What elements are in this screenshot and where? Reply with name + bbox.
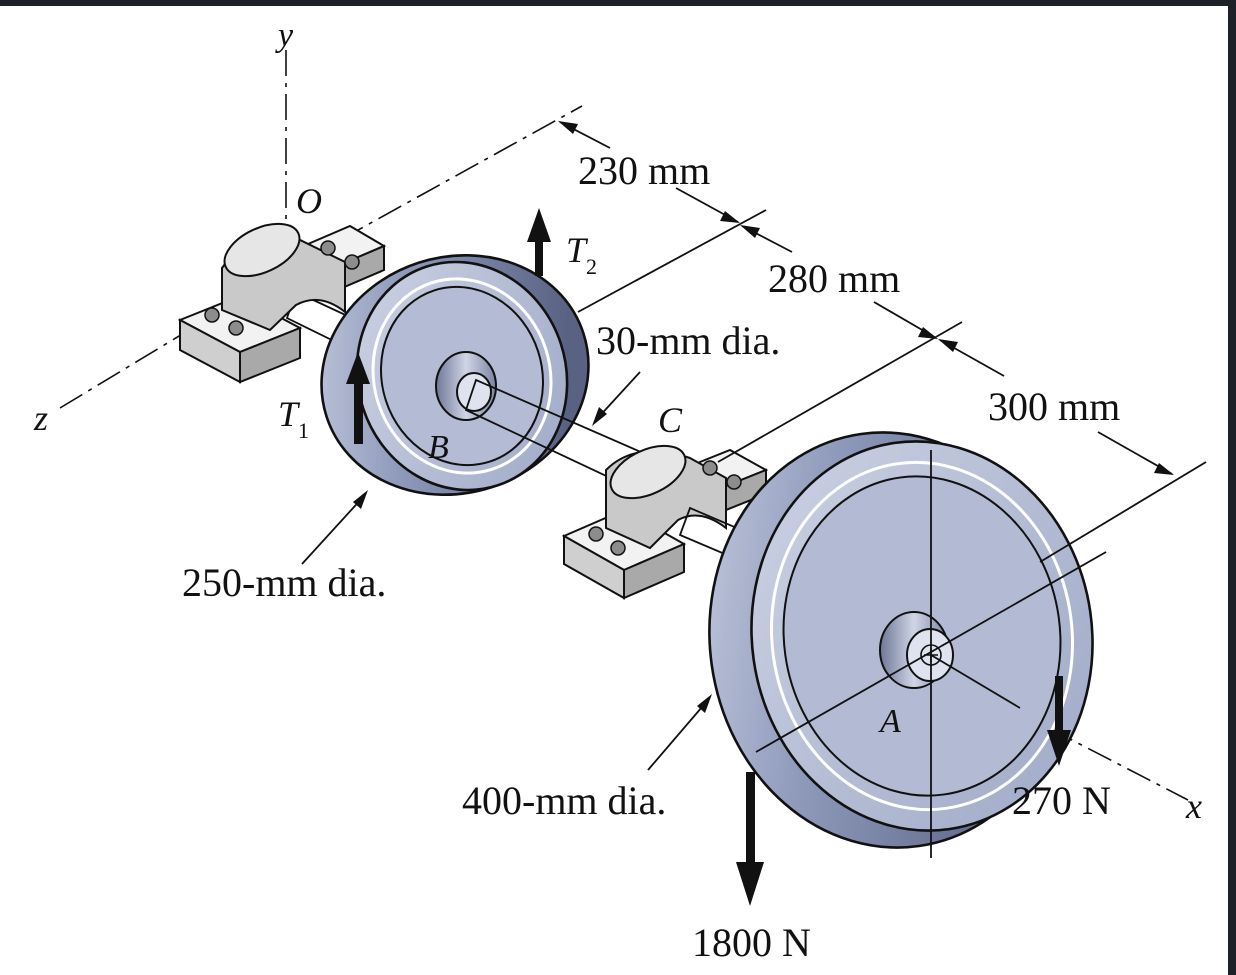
- bearing-c: [561, 444, 769, 600]
- leader-shaft-dia: [592, 371, 641, 426]
- load-1800-label: 1800 N: [692, 920, 811, 965]
- tension-t2-label: T2: [566, 230, 597, 279]
- point-b-label: B: [428, 429, 449, 466]
- x-axis-label: x: [1185, 786, 1202, 826]
- tension-t1-arrow: [346, 352, 370, 444]
- dimension-300-label: 300 mm: [988, 384, 1120, 429]
- extension-line-a: [1039, 461, 1207, 563]
- point-c-label: C: [658, 400, 683, 440]
- extension-line-origin: [339, 105, 583, 241]
- leader-pulley-b-dia: [301, 490, 368, 565]
- pulley-a-diagonal-line: [755, 551, 1107, 753]
- dimension-230: [558, 121, 740, 223]
- pulley-b: [320, 253, 590, 497]
- dimension-230-label: 230 mm: [578, 148, 710, 193]
- origin-label: O: [296, 181, 322, 221]
- y-axis-label: y: [275, 17, 294, 54]
- load-270-label: 270 N: [1012, 778, 1111, 823]
- point-a-label: A: [878, 703, 901, 740]
- leader-pulley-a-dia: [647, 694, 712, 771]
- bearing-o: [177, 222, 387, 384]
- load-1800-arrow: [736, 772, 764, 906]
- tension-t1-label: T1: [278, 394, 309, 443]
- pulley-b-dia-label: 250-mm dia.: [182, 560, 386, 605]
- tension-t2-arrow: [527, 208, 551, 276]
- z-axis-label: z: [33, 398, 48, 438]
- dimension-280-label: 280 mm: [768, 256, 900, 301]
- dimension-300: [938, 339, 1174, 475]
- extension-line-c: [717, 321, 963, 463]
- shaft-dia-label: 30-mm dia.: [596, 318, 780, 363]
- pulley-a-dia-label: 400-mm dia.: [462, 778, 666, 823]
- extension-line-b: [577, 209, 767, 313]
- load-270-arrow: [1047, 676, 1071, 766]
- dimension-280: [740, 225, 938, 339]
- x-axis-through-a: [930, 654, 1021, 709]
